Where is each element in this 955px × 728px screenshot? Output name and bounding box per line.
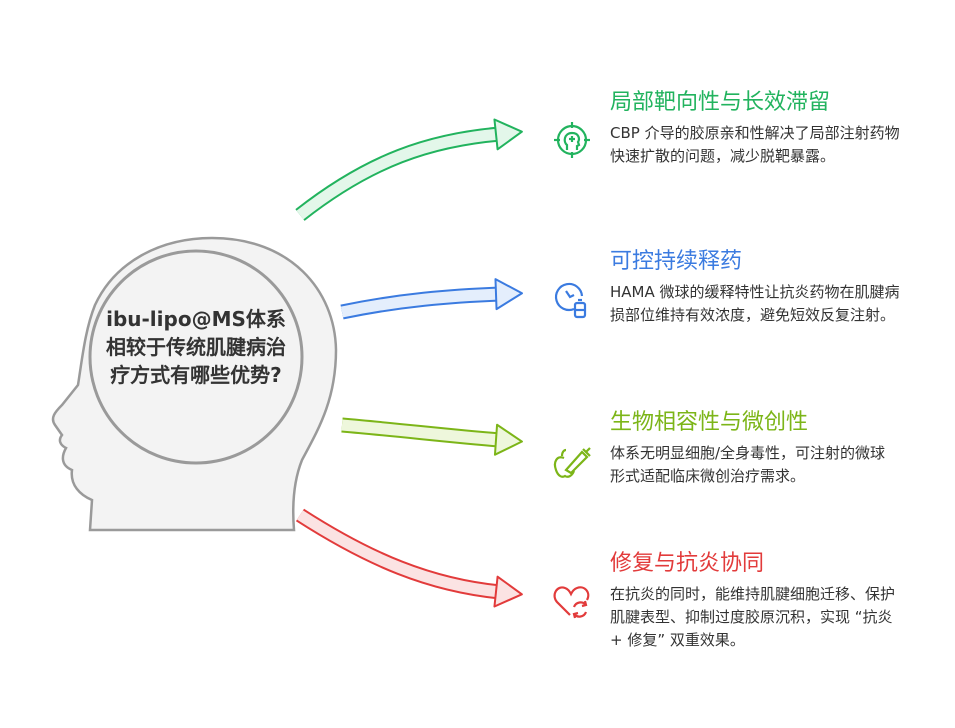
connector-arrow	[340, 278, 523, 320]
target-head-icon	[554, 122, 590, 158]
clock-battery-icon	[554, 282, 587, 319]
item-title: 生物相容性与微创性	[610, 410, 809, 435]
item-body: 在抗炎的同时，能维持肌腱细胞迁移、保护肌腱表型、抑制过度胶原沉积，实现 “抗炎 …	[610, 585, 896, 649]
connector-arrow	[341, 417, 523, 456]
center-question: ibu-lipo@MS体系相较于传统肌腱病治疗方式有哪些优势?	[106, 307, 286, 387]
item-body: 体系无明显细胞/全身毒性，可注射的微球形式适配临床微创治疗需求。	[610, 444, 886, 485]
item-title: 可控持续释药	[610, 249, 743, 274]
heart-cycle-icon	[553, 586, 590, 619]
item-body: HAMA 微球的缓释特性让抗炎药物在肌腱病损部位维持有效浓度，避免短效反复注射。	[610, 283, 900, 324]
connector-arrow	[295, 118, 523, 221]
connector-arrow	[295, 508, 523, 608]
question-circle	[88, 249, 304, 465]
item-title: 修复与抗炎协同	[610, 551, 765, 576]
item-title: 局部靶向性与长效滞留	[610, 90, 831, 115]
item-body: CBP 介导的胶原亲和性解决了局部注射药物快速扩散的问题，减少脱靶暴露。	[610, 124, 900, 165]
apple-syringe-icon	[553, 447, 591, 478]
